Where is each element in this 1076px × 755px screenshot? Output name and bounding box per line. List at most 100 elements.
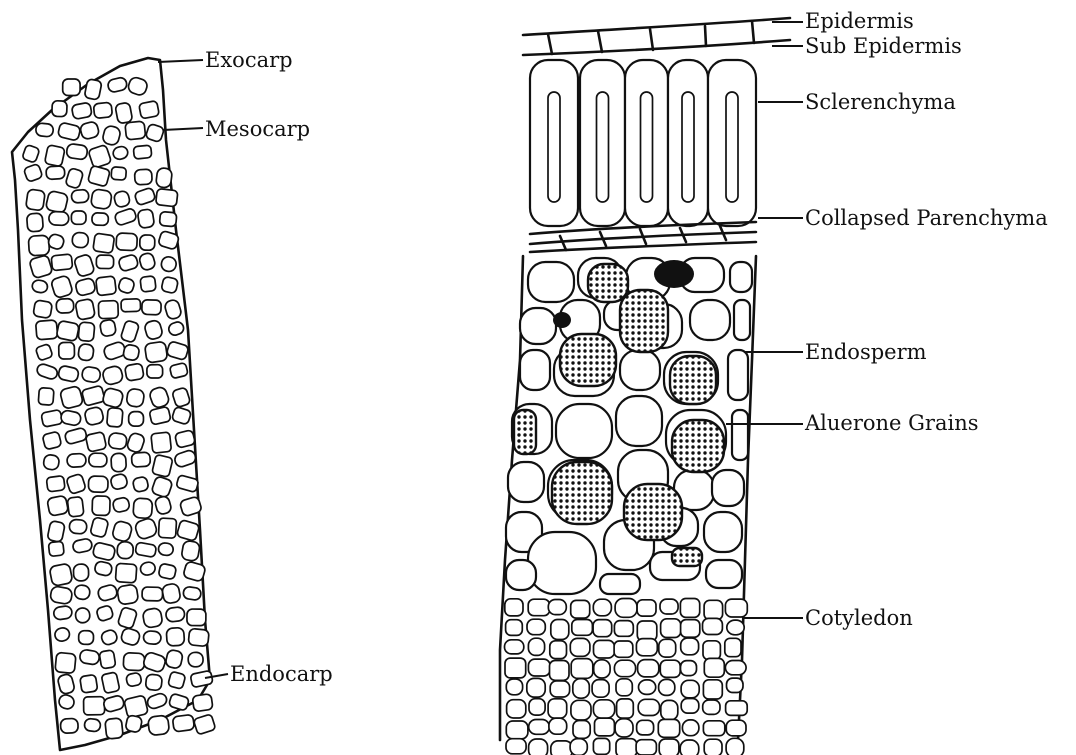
cotyledon-cell: [571, 700, 591, 720]
pericarp-cell: [173, 449, 197, 468]
sclerenchyma-lumen: [597, 92, 609, 202]
pericarp-cell: [92, 496, 110, 516]
cotyledon-cell: [616, 739, 637, 755]
pericarp-cell: [65, 168, 84, 189]
pericarp-cell: [172, 714, 194, 732]
aleurone-grain: [588, 264, 628, 302]
pericarp-cell: [75, 607, 91, 624]
cotyledon-cell: [527, 619, 545, 635]
pericarp-cell: [190, 670, 213, 687]
pericarp-cell: [80, 674, 98, 693]
pericarp-cell: [43, 454, 60, 471]
pericarp-cell: [53, 605, 73, 620]
aleurone-grain: [620, 290, 668, 352]
aleurone-grain: [552, 462, 612, 524]
cotyledon-cell: [614, 621, 633, 637]
pericarp-cell: [110, 473, 129, 490]
pericarp-cell: [138, 252, 156, 271]
cotyledon-cell: [573, 679, 590, 699]
cotyledon-cell: [571, 600, 590, 618]
pericarp-cell: [71, 189, 89, 203]
cotyledon-cell: [614, 660, 635, 677]
endosperm-cell: [706, 560, 742, 588]
pericarp-cell: [71, 211, 86, 224]
pericarp-cell: [140, 276, 156, 292]
pericarp-cell: [56, 320, 79, 341]
endosperm-cell: [616, 396, 662, 446]
pericarp-cell: [59, 386, 83, 410]
pericarp-cell: [123, 653, 145, 671]
pericarp-cell: [75, 277, 97, 296]
cotyledon-cell: [616, 679, 632, 696]
pericarp-cell: [60, 409, 82, 426]
pericarp-cell: [22, 144, 40, 163]
pericarp-cell: [27, 213, 44, 232]
label-sclerenchyma: Sclerenchyma: [805, 90, 956, 114]
pericarp-cell: [74, 584, 91, 600]
endosperm-cell: [704, 512, 742, 552]
pericarp-cell: [146, 692, 169, 710]
pericarp-cell: [117, 541, 134, 559]
pericarp-cell: [111, 167, 126, 180]
pericarp-cell: [73, 564, 88, 581]
endosperm-cell: [734, 300, 750, 340]
cotyledon-cell: [681, 699, 699, 714]
label-endocarp: Endocarp: [230, 662, 333, 686]
pericarp-cell: [97, 584, 118, 602]
pericarp-cell: [105, 718, 123, 739]
cotyledon-cell: [551, 620, 569, 640]
pericarp-cell: [172, 387, 191, 408]
pericarp-cell: [154, 495, 172, 515]
pericarp-cell: [63, 79, 80, 96]
pericarp-cell: [171, 406, 191, 425]
pericarp-cell: [118, 254, 139, 272]
pericarp-cell: [42, 431, 62, 450]
cotyledon-cell: [529, 739, 548, 755]
cotyledon-cell: [637, 600, 656, 616]
pericarp-cell: [112, 145, 129, 160]
aleurone-grain-dark: [654, 260, 694, 288]
pericarp-cell: [56, 298, 74, 313]
pericarp-cell: [99, 319, 116, 337]
sclerenchyma-cells: [530, 60, 756, 226]
pericarp-cell: [73, 254, 95, 278]
endosperm-cell: [506, 560, 536, 590]
endosperm-cell: [508, 462, 544, 502]
pericarp-cell: [166, 341, 189, 361]
pericarp-cell: [176, 475, 199, 493]
cotyledon-cell: [726, 720, 746, 736]
pericarp-section: [12, 58, 216, 750]
pericarp-cell: [26, 189, 46, 211]
pericarp-cell: [139, 101, 160, 119]
pericarp-cell: [143, 631, 161, 645]
pericarp-cell: [139, 561, 156, 577]
pericarp-cell: [92, 213, 109, 226]
sclerenchyma-lumen: [641, 92, 653, 202]
pericarp-cell: [54, 626, 71, 642]
cotyledon-cell: [617, 699, 634, 718]
pericarp-cell: [188, 628, 209, 646]
pericarp-cell: [102, 387, 124, 408]
pericarp-cell: [48, 541, 64, 556]
endosperm-cell: [520, 350, 550, 390]
cotyledon-cell: [658, 719, 679, 737]
pericarp-cell: [164, 299, 183, 321]
aleurone-grain: [514, 410, 536, 454]
cotyledon-cell: [659, 639, 676, 657]
cotyledon-cell: [615, 719, 633, 737]
pericarp-cell: [98, 301, 118, 319]
endosperm-cell: [528, 262, 574, 302]
pericarp-cell: [60, 718, 78, 733]
pericarp-cell: [148, 386, 170, 410]
pericarp-cell: [44, 145, 65, 167]
cotyledon-cell: [593, 599, 611, 616]
pericarp-cell: [107, 408, 123, 428]
pericarp-cell: [187, 609, 206, 626]
cotyledon-cell: [681, 638, 699, 655]
pericarp-cell: [126, 388, 145, 408]
pericarp-cell: [151, 476, 173, 498]
pericarp-cell: [88, 144, 112, 168]
endosperm-cell: [728, 350, 748, 400]
pericarp-cell: [79, 121, 100, 140]
